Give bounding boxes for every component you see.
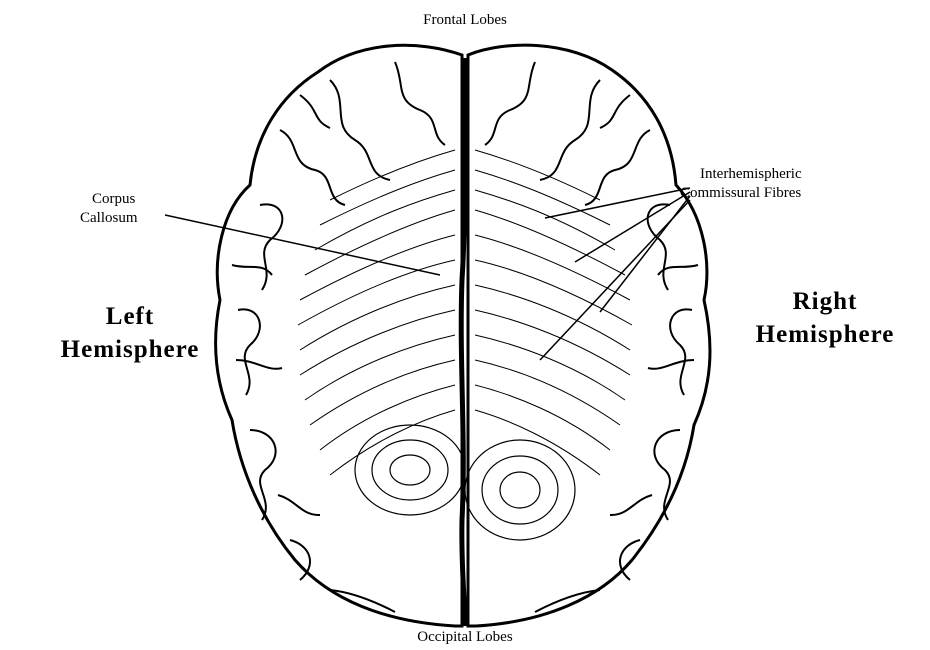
right-hemisphere-outline bbox=[468, 45, 710, 626]
corpus-callosum-label-line2: Callosum bbox=[80, 209, 138, 228]
commissural-fibres-label: Interhemispheric Commissural Fibres bbox=[680, 165, 802, 203]
left-hemisphere-label: Left Hemisphere bbox=[40, 300, 220, 366]
frontal-lobes-label: Frontal Lobes bbox=[0, 11, 930, 30]
left-hemisphere-label-line2: Hemisphere bbox=[40, 333, 220, 366]
left-hemisphere-outline bbox=[216, 45, 462, 626]
right-hemisphere-label-line1: Right bbox=[735, 285, 915, 318]
corpus-callosum-label: Corpus Callosum bbox=[80, 190, 138, 228]
left-hemisphere-label-line1: Left bbox=[40, 300, 220, 333]
commissural-fibres-label-line1: Interhemispheric bbox=[680, 165, 802, 184]
commissural-fibres-label-line2: Commissural Fibres bbox=[680, 184, 802, 203]
right-hemisphere-label-line2: Hemisphere bbox=[735, 318, 915, 351]
right-hemisphere-label: Right Hemisphere bbox=[735, 285, 915, 351]
corpus-callosum-label-line1: Corpus bbox=[80, 190, 138, 209]
occipital-lobes-label: Occipital Lobes bbox=[0, 628, 930, 647]
